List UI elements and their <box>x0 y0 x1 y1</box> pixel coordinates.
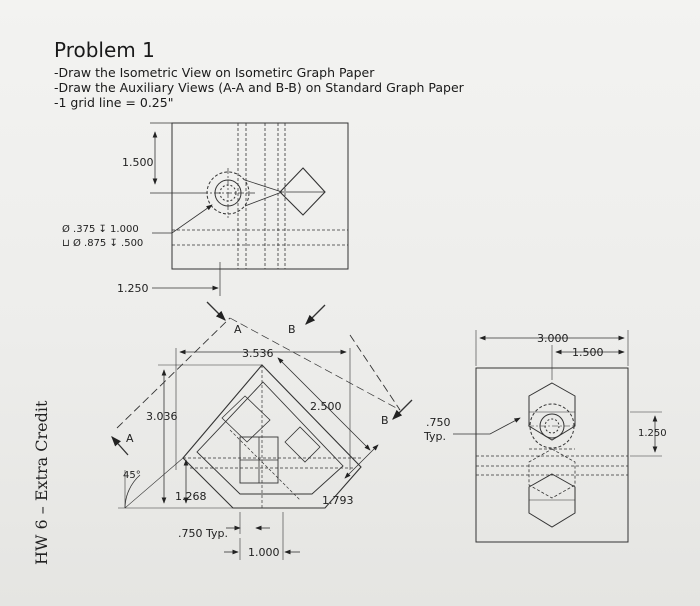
front-dim-bottom: 1.000 <box>248 546 280 559</box>
hole-callout-line1: Ø .375 ↧ 1.000 <box>62 223 139 235</box>
right-dim-typ-line1: .750 <box>426 416 451 429</box>
front-dim-diag-top: 2.500 <box>310 400 342 413</box>
section-label-a-top: A <box>234 323 242 336</box>
front-dim-inner: 1.268 <box>175 490 207 503</box>
front-dim-height: 3.036 <box>146 410 178 423</box>
front-dim-typ: .750 Typ. <box>178 527 228 540</box>
instruction-grid-scale: -1 grid line = 0.25" <box>54 95 174 110</box>
right-dim-height: 1.250 <box>638 428 667 439</box>
front-view <box>111 301 413 560</box>
hole-callout-line2: ⊔ Ø .875 ↧ .500 <box>62 237 143 249</box>
top-dim-offset: 1.250 <box>117 282 149 295</box>
problem-title: Problem 1 <box>54 38 155 62</box>
front-dim-angle: 45° <box>123 470 141 481</box>
front-dim-width: 3.536 <box>242 347 274 360</box>
section-label-a-left: A <box>126 432 134 445</box>
right-dim-typ-line2: Typ. <box>423 430 446 443</box>
right-dim-width: 3.000 <box>537 332 569 345</box>
instruction-isometric: -Draw the Isometric View on Isometirc Gr… <box>54 65 375 80</box>
right-view <box>453 330 662 543</box>
section-label-b-right: B <box>381 414 389 427</box>
front-dim-diag-bottom: 1.793 <box>322 494 354 507</box>
top-view <box>150 122 349 296</box>
top-dim-height: 1.500 <box>122 156 154 169</box>
right-dim-inner: 1.500 <box>572 346 604 359</box>
instruction-auxiliary: -Draw the Auxiliary Views (A-A and B-B) … <box>54 80 464 95</box>
section-label-b-top: B <box>288 323 296 336</box>
